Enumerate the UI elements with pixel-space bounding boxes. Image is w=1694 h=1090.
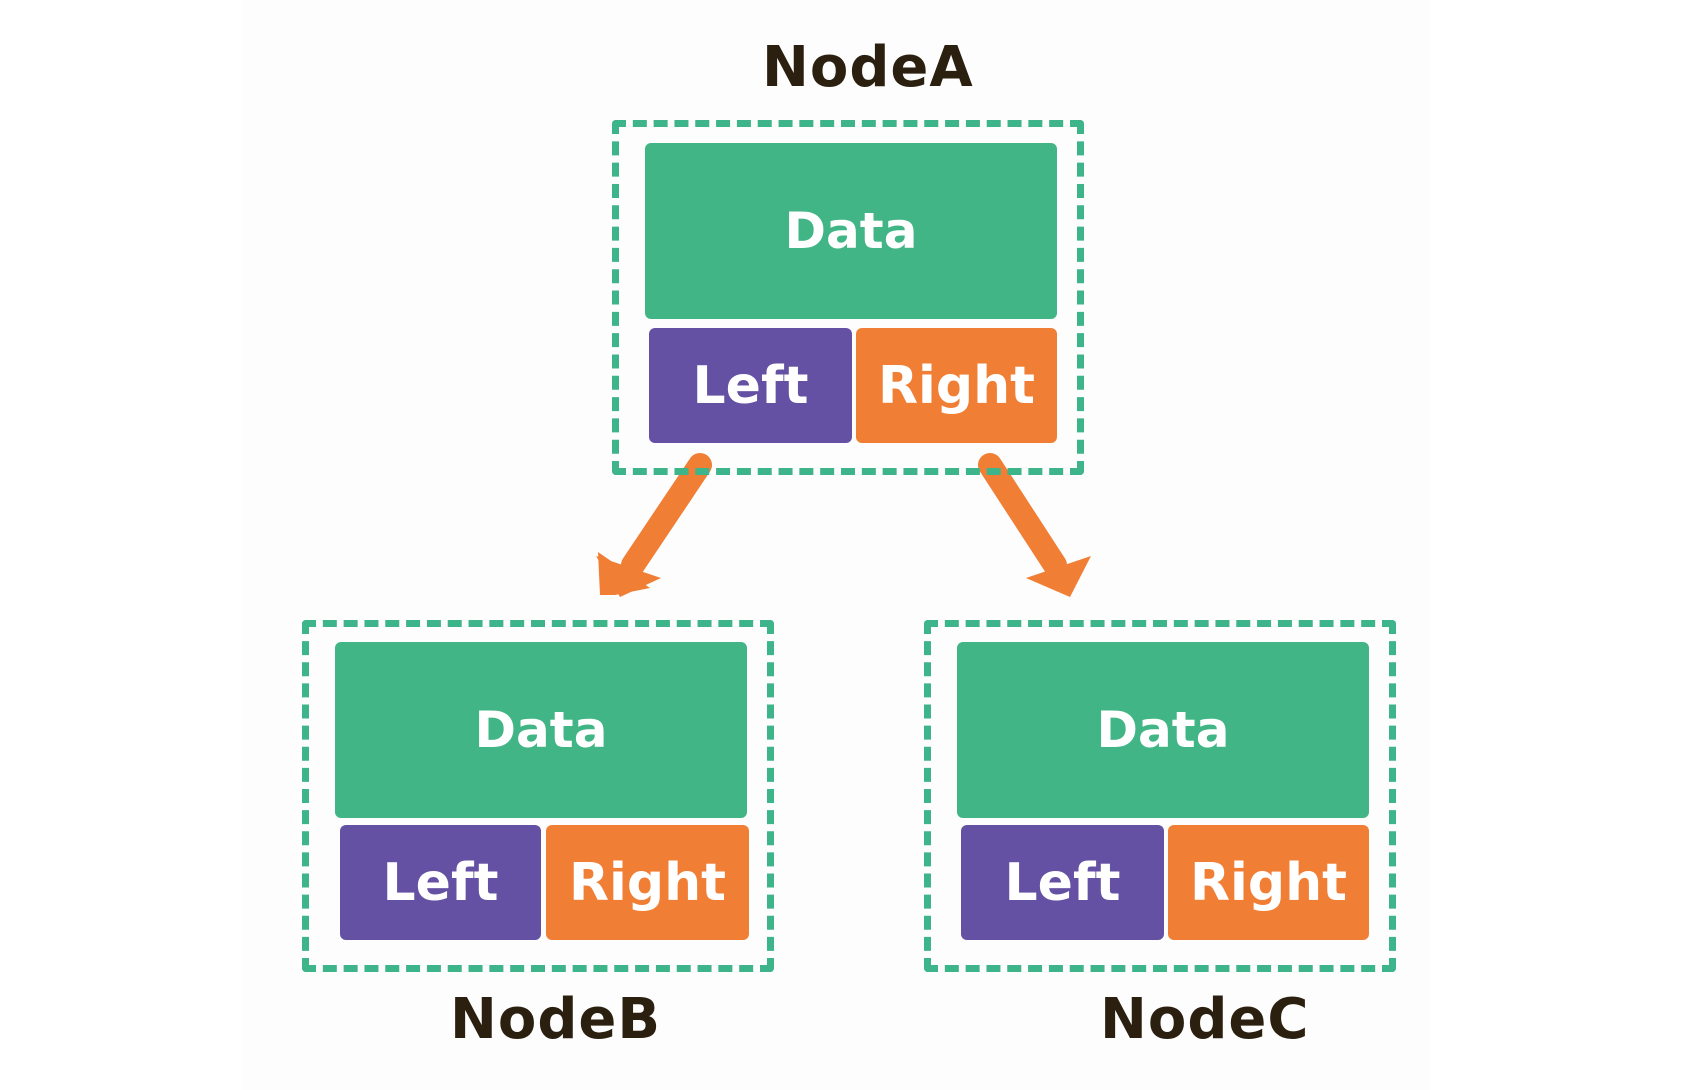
node-c-data-cell: Data <box>957 642 1369 818</box>
node-a-frame <box>612 120 1084 475</box>
node-a-title: NodeA <box>762 35 974 100</box>
node-c-right-cell: Right <box>1168 825 1369 940</box>
node-b-title: NodeB <box>450 987 662 1052</box>
node-a-right-cell: Right <box>856 328 1057 443</box>
node-b-data-cell: Data <box>335 642 747 818</box>
node-b-left-cell: Left <box>340 825 541 940</box>
node-c-frame <box>924 620 1396 972</box>
node-c-left-cell: Left <box>961 825 1164 940</box>
node-b-right-cell: Right <box>546 825 749 940</box>
node-a-data-cell: Data <box>645 143 1057 319</box>
arrow-to-nodec <box>978 453 1091 597</box>
node-c-title: NodeC <box>1100 987 1310 1052</box>
node-a-left-cell: Left <box>649 328 852 443</box>
node-b-frame <box>302 620 774 972</box>
arrow-to-nodeb <box>596 453 712 597</box>
